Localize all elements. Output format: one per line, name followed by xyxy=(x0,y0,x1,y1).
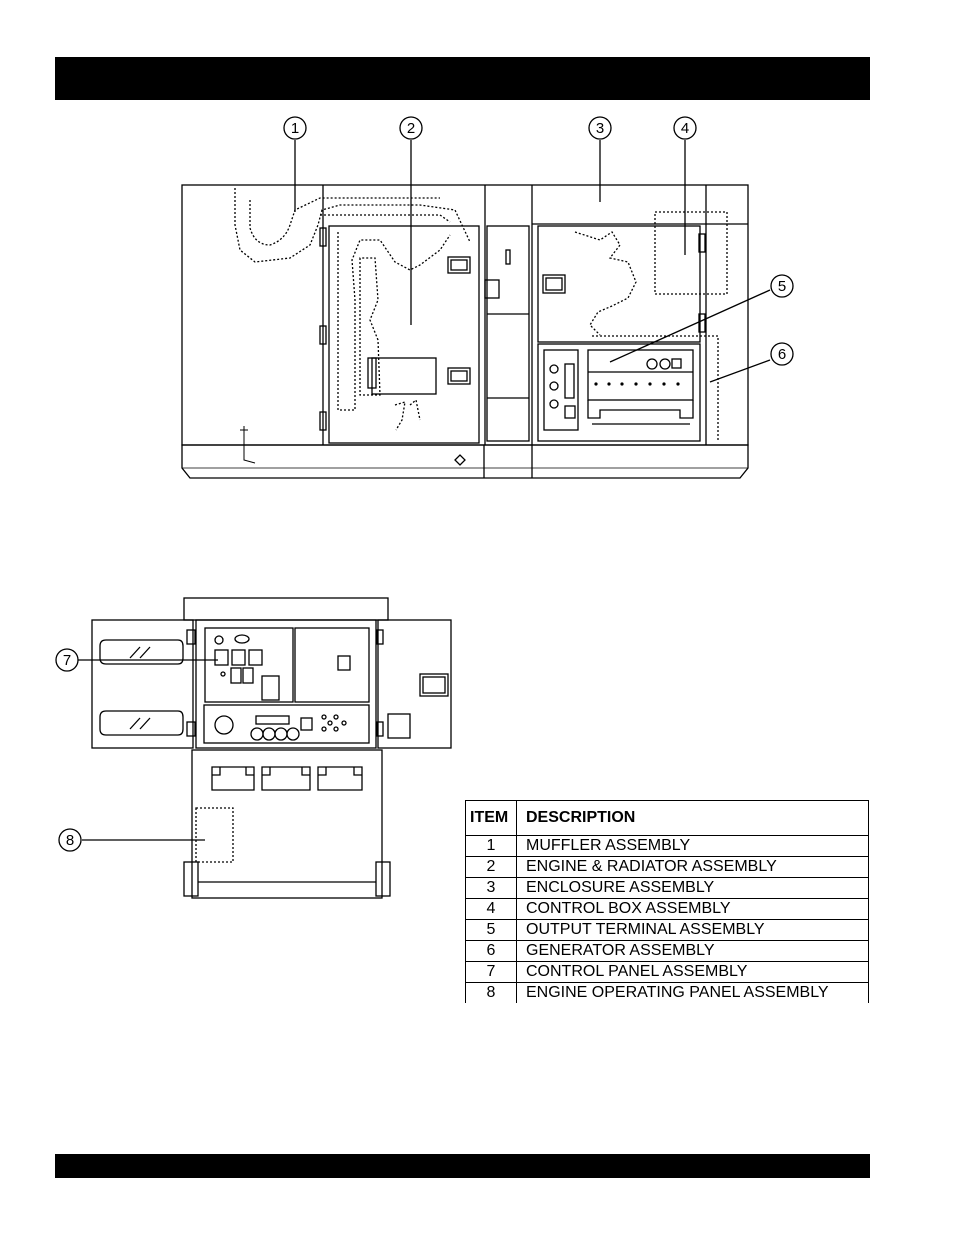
row-item: 4 xyxy=(466,899,517,920)
row-item: 3 xyxy=(466,878,517,899)
footer-bar xyxy=(55,1154,870,1178)
header-item: ITEM xyxy=(466,801,517,836)
row-description: ENGINE & RADIATOR ASSEMBLY xyxy=(517,857,869,878)
table-row: 1 MUFFLER ASSEMBLY xyxy=(466,836,869,857)
row-item: 1 xyxy=(466,836,517,857)
row-description: CONTROL PANEL ASSEMBLY xyxy=(517,962,869,983)
callout-2: 2 xyxy=(407,120,415,137)
header-description: DESCRIPTION xyxy=(517,801,869,836)
table-row: 7 CONTROL PANEL ASSEMBLY xyxy=(466,962,869,983)
table-row: 8 ENGINE OPERATING PANEL ASSEMBLY xyxy=(466,983,869,1004)
table-row: 2 ENGINE & RADIATOR ASSEMBLY xyxy=(466,857,869,878)
row-description: CONTROL BOX ASSEMBLY xyxy=(517,899,869,920)
table-row: 5 OUTPUT TERMINAL ASSEMBLY xyxy=(466,920,869,941)
row-item: 2 xyxy=(466,857,517,878)
row-item: 7 xyxy=(466,962,517,983)
callout-3: 3 xyxy=(596,120,604,137)
row-item: 6 xyxy=(466,941,517,962)
row-description: ENGINE OPERATING PANEL ASSEMBLY xyxy=(517,983,869,1004)
row-description: MUFFLER ASSEMBLY xyxy=(517,836,869,857)
side-view xyxy=(182,140,770,478)
row-item: 5 xyxy=(466,920,517,941)
row-description: OUTPUT TERMINAL ASSEMBLY xyxy=(517,920,869,941)
table-row: 4 CONTROL BOX ASSEMBLY xyxy=(466,899,869,920)
callout-6: 6 xyxy=(778,346,786,363)
table-header-row: ITEM DESCRIPTION xyxy=(466,801,869,836)
front-view xyxy=(78,598,451,898)
row-item: 8 xyxy=(466,983,517,1004)
callout-7: 7 xyxy=(63,652,71,669)
callout-5: 5 xyxy=(778,278,786,295)
callout-8: 8 xyxy=(66,832,74,849)
row-description: GENERATOR ASSEMBLY xyxy=(517,941,869,962)
callout-4: 4 xyxy=(681,120,689,137)
row-description: ENCLOSURE ASSEMBLY xyxy=(517,878,869,899)
callout-1: 1 xyxy=(291,120,299,137)
parts-table: ITEM DESCRIPTION 1 MUFFLER ASSEMBLY 2 EN… xyxy=(465,800,869,1003)
table-row: 3 ENCLOSURE ASSEMBLY xyxy=(466,878,869,899)
table-row: 6 GENERATOR ASSEMBLY xyxy=(466,941,869,962)
